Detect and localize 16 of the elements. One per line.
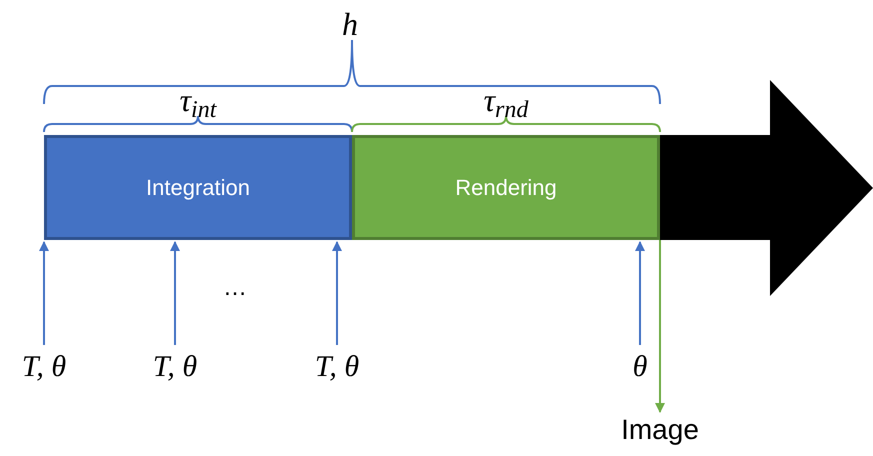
- output-label: Image: [621, 413, 699, 447]
- ellipsis: …: [223, 274, 247, 301]
- input-label: T, θ: [22, 348, 66, 384]
- arrow: [635, 241, 645, 345]
- box-label: Integration: [146, 174, 250, 202]
- duration-label: τ$_{int}$: [180, 82, 216, 118]
- duration-label: τ$_{rnd}$: [484, 82, 528, 118]
- arrow: [39, 241, 49, 345]
- box-label: Rendering: [455, 174, 557, 202]
- input-label: T, θ: [314, 348, 360, 384]
- input-label: θ: [632, 348, 648, 384]
- input-label: T, θ: [152, 348, 198, 384]
- arrow: [332, 241, 342, 345]
- arrow: [655, 240, 665, 413]
- height-label: h: [342, 6, 358, 42]
- arrow: [170, 241, 180, 345]
